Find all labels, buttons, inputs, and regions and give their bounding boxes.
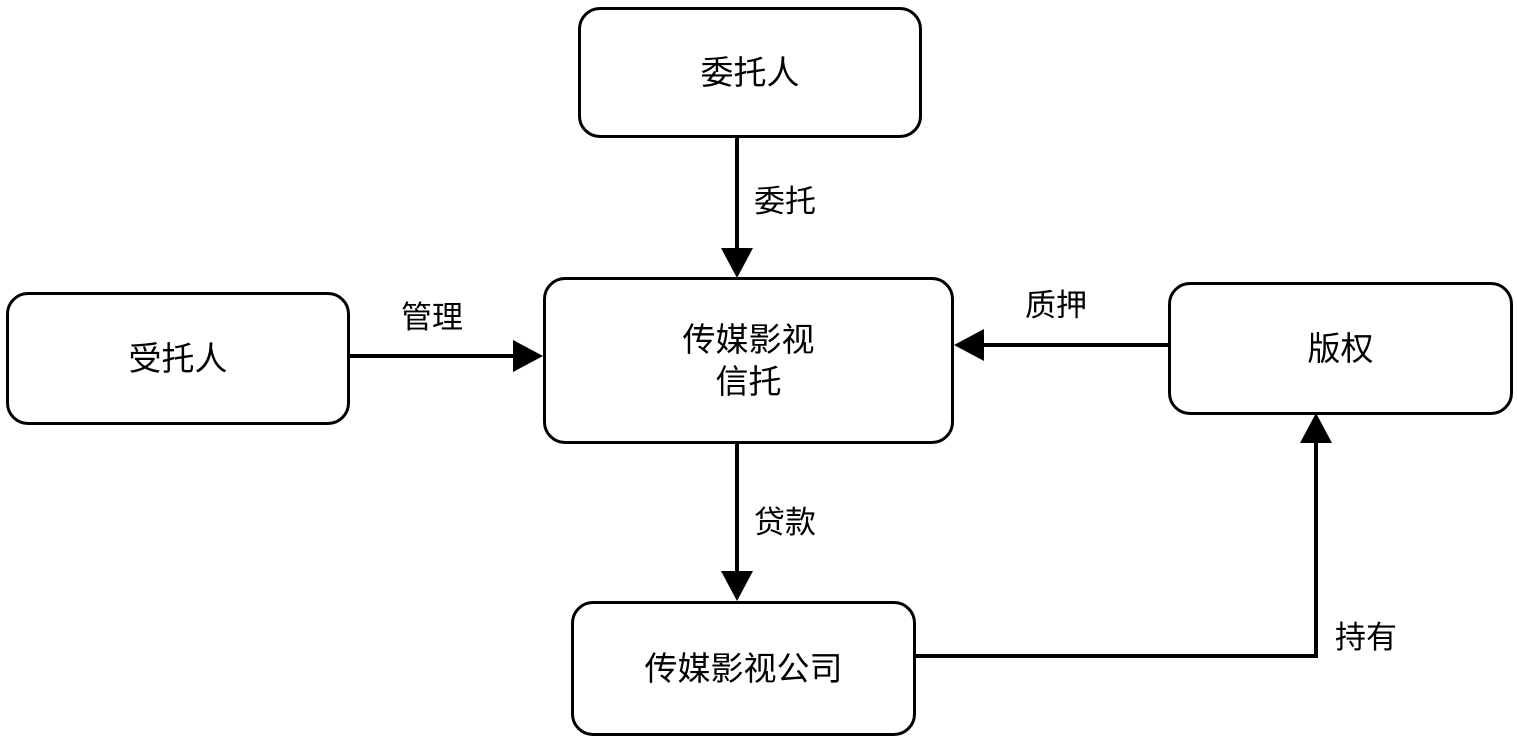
entrust-arrowhead	[721, 248, 753, 278]
media-film-company-node: 传媒影视公司	[571, 601, 916, 736]
principal-label: 委托人	[700, 52, 800, 92]
trust-label-line-2: 信托	[715, 361, 782, 401]
pledge-edge-label: 质押	[1025, 288, 1087, 324]
manage-edge-label: 管理	[401, 300, 463, 336]
trust-label-line-1: 传媒影视	[682, 319, 815, 359]
copyright-node: 版权	[1168, 282, 1513, 415]
loan-edge-label: 贷款	[754, 505, 816, 541]
trustee-node: 受托人	[6, 292, 350, 425]
copyright-label: 版权	[1307, 328, 1374, 368]
principal-node: 委托人	[578, 7, 922, 138]
hold-arrowhead	[1300, 413, 1332, 443]
loan-arrowhead	[721, 571, 753, 601]
pledge-arrowhead	[954, 329, 984, 361]
hold-arrow-line	[916, 441, 1318, 658]
trustee-label: 受托人	[128, 338, 228, 378]
manage-arrowhead	[513, 340, 543, 372]
hold-edge-label: 持有	[1335, 620, 1397, 656]
company-label: 传媒影视公司	[644, 648, 843, 688]
media-film-trust-node: 传媒影视 信托	[543, 277, 954, 444]
entrust-edge-label: 委托	[754, 184, 816, 220]
